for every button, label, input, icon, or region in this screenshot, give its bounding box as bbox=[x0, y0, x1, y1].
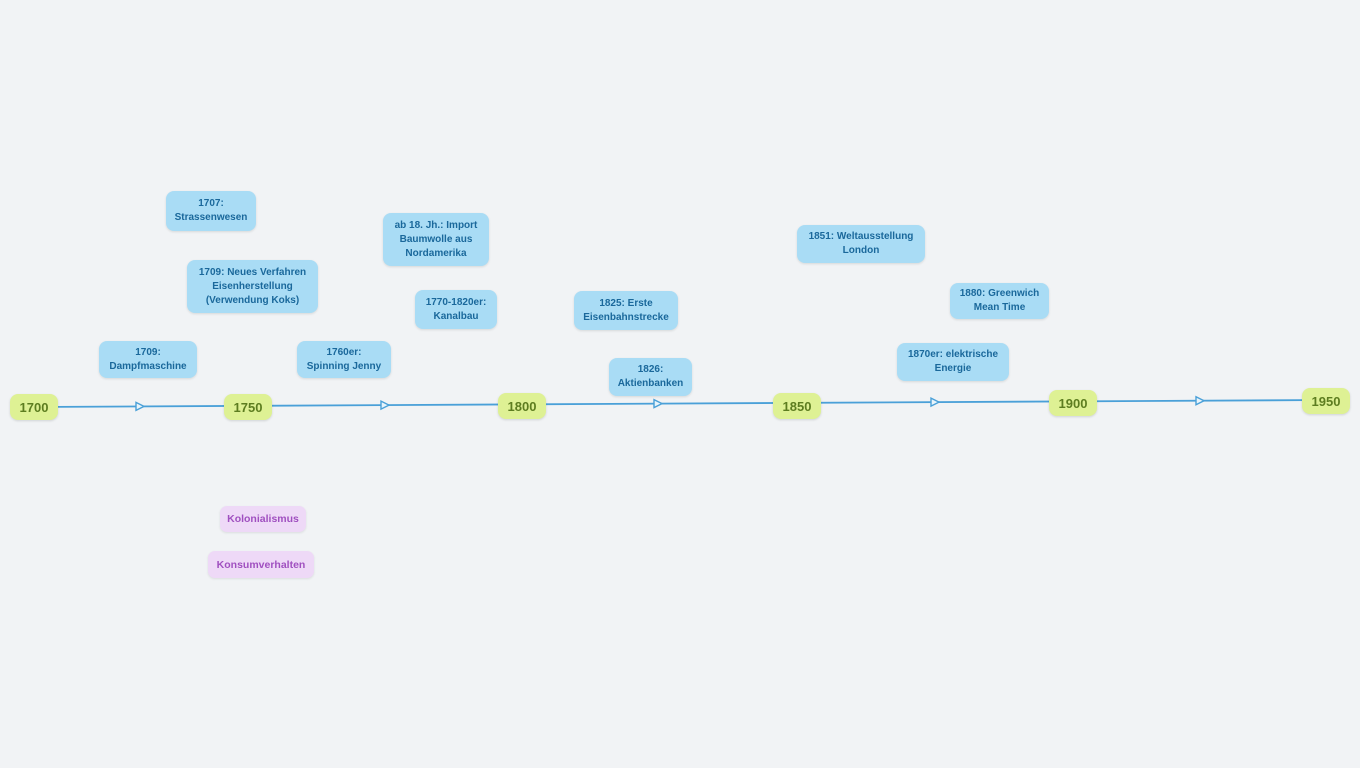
event-line: Dampfmaschine bbox=[109, 360, 187, 372]
event-line: 1760er: bbox=[326, 346, 362, 358]
event-line: Kanalbau bbox=[433, 310, 479, 322]
event-line: Strassenwesen bbox=[174, 212, 248, 223]
event-line: 1880: Greenwich bbox=[959, 288, 1040, 299]
event-line: London bbox=[842, 245, 880, 256]
arrowhead-icon bbox=[930, 396, 941, 408]
event-line: 1770-1820er: bbox=[425, 296, 487, 308]
event-card-greenwich-mean-time[interactable]: 1880: Greenwich Mean Time bbox=[950, 283, 1049, 319]
event-line: Mean Time bbox=[973, 302, 1026, 313]
theme-card-konsumverhalten[interactable]: Konsumverhalten bbox=[208, 551, 314, 578]
event-card-kanalbau[interactable]: 1770-1820er: Kanalbau bbox=[415, 290, 497, 329]
event-card-weltausstellung[interactable]: 1851: Weltausstellung London bbox=[797, 225, 925, 263]
event-card-baumwolle-import[interactable]: ab 18. Jh.: Import Baumwolle aus Nordame… bbox=[383, 213, 489, 266]
year-marker-1750[interactable]: 1750 bbox=[224, 394, 272, 420]
year-marker-1850[interactable]: 1850 bbox=[773, 393, 821, 419]
event-line: Spinning Jenny bbox=[306, 360, 382, 372]
year-marker-1800[interactable]: 1800 bbox=[498, 393, 546, 419]
event-line: ab 18. Jh.: Import bbox=[394, 219, 478, 231]
event-card-aktienbanken[interactable]: 1826: Aktienbanken bbox=[609, 358, 692, 396]
theme-card-kolonialismus[interactable]: Kolonialismus bbox=[220, 506, 306, 532]
event-card-eisenbahnstrecke[interactable]: 1825: Erste Eisenbahnstrecke bbox=[574, 291, 678, 330]
event-line: 1707: bbox=[198, 198, 224, 209]
event-line: 1870er: elektrische bbox=[907, 349, 999, 360]
event-line: 1709: Neues Verfahren bbox=[198, 266, 307, 278]
event-card-strassenwesen[interactable]: 1707: Strassenwesen bbox=[166, 191, 256, 231]
arrowhead-icon bbox=[380, 399, 391, 411]
event-line: 1709: bbox=[135, 346, 161, 358]
event-card-elektrische-energie[interactable]: 1870er: elektrische Energie bbox=[897, 343, 1009, 381]
event-line: (Verwendung Koks) bbox=[205, 294, 300, 306]
event-line: Energie bbox=[934, 363, 972, 374]
event-card-spinning-jenny[interactable]: 1760er: Spinning Jenny bbox=[297, 341, 391, 378]
event-line: 1851: Weltausstellung bbox=[808, 231, 914, 242]
event-line: Baumwolle aus bbox=[399, 233, 473, 245]
arrowhead-icon bbox=[653, 398, 664, 409]
year-marker-1900[interactable]: 1900 bbox=[1049, 390, 1097, 416]
year-marker-1700[interactable]: 1700 bbox=[10, 394, 58, 420]
arrowhead-icon bbox=[1195, 395, 1206, 406]
event-line: 1826: bbox=[637, 364, 664, 375]
event-card-eisenherstellung[interactable]: 1709: Neues Verfahren Eisenherstellung (… bbox=[187, 260, 318, 313]
event-line: 1825: Erste bbox=[599, 297, 653, 309]
event-line: Eisenherstellung bbox=[212, 280, 293, 292]
event-line: Nordamerika bbox=[405, 247, 467, 259]
arrowhead-icon bbox=[135, 401, 146, 412]
event-line: Aktienbanken bbox=[617, 378, 684, 389]
year-marker-1950[interactable]: 1950 bbox=[1302, 388, 1350, 414]
event-line: Eisenbahnstrecke bbox=[583, 311, 669, 323]
event-card-dampfmaschine[interactable]: 1709: Dampfmaschine bbox=[99, 341, 197, 378]
